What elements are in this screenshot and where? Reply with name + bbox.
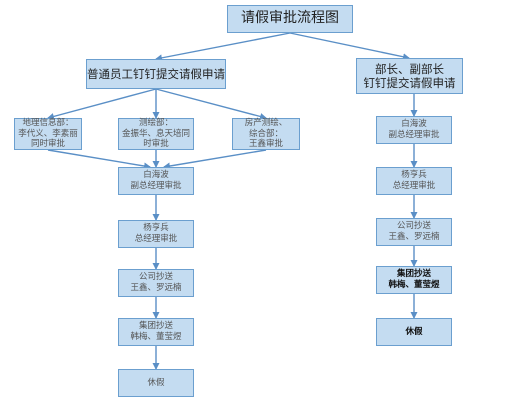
- left-step-1-line-1: 白海波: [143, 170, 169, 181]
- dept-survey-line-3: 时审批: [143, 139, 169, 150]
- left-step-vice-gm: 白海波 副总经理审批: [118, 167, 194, 195]
- dept-node-geoinfo: 地理信息部： 李代义、李素丽 同时审批: [14, 118, 82, 150]
- right-step-1-line-1: 白海波: [401, 119, 427, 130]
- flowchart-title: 请假审批流程图: [227, 5, 353, 33]
- right-step-2-line-1: 杨亨兵: [401, 170, 427, 181]
- staff-submit-label: 普通员工钉钉提交请假申请: [87, 66, 225, 81]
- dept-property-line-3: 王鑫审批: [248, 139, 283, 150]
- manager-submit-line-1: 部长、副部长: [375, 61, 444, 76]
- left-step-4-line-1: 集团抄送: [138, 321, 173, 332]
- right-step-3-line-1: 公司抄送: [396, 221, 431, 232]
- arrow-dept-property-to-vice-gm: [163, 149, 267, 170]
- manager-submit-line-2: 钉钉提交请假申请: [363, 76, 456, 90]
- title-text: 请假审批流程图: [241, 10, 339, 27]
- dept-geoinfo-line-3: 同时审批: [30, 139, 65, 150]
- right-step-gm: 杨亨兵 总经理审批: [376, 167, 452, 195]
- left-step-5-line-1: 休假: [147, 377, 165, 388]
- left-step-2-line-1: 杨亨兵: [143, 223, 169, 234]
- right-step-4-line-2: 韩梅、董莹煜: [388, 280, 440, 290]
- dept-survey-line-1: 测绘部：: [138, 118, 173, 129]
- dept-property-line-1: 房产测绘、: [244, 118, 288, 129]
- dept-node-property: 房产测绘、 综合部： 王鑫审批: [232, 118, 300, 150]
- right-step-vice-gm: 白海波 副总经理审批: [376, 116, 452, 144]
- right-step-1-line-2: 副总经理审批: [388, 130, 440, 140]
- arrow-dept-geoinfo-to-vice-gm: [47, 149, 151, 170]
- dept-survey-line-2: 金振华、息天培同: [121, 128, 190, 139]
- left-step-company-cc: 公司抄送 王鑫、罗远楠: [118, 269, 194, 297]
- right-step-leave: 休假: [376, 318, 452, 346]
- right-step-4-line-1: 集团抄送: [396, 269, 431, 280]
- right-step-5-line-1: 休假: [405, 326, 423, 337]
- manager-submit-node: 部长、副部长 钉钉提交请假申请: [356, 58, 463, 94]
- left-step-gm: 杨亨兵 总经理审批: [118, 220, 194, 248]
- left-step-3-line-1: 公司抄送: [138, 272, 173, 283]
- right-step-group-cc: 集团抄送 韩梅、董莹煜: [376, 266, 452, 294]
- arrow-staff-to-dept-geoinfo: [47, 88, 157, 120]
- dept-geoinfo-line-2: 李代义、李素丽: [18, 128, 78, 139]
- left-step-4-line-2: 韩梅、董莹煜: [130, 332, 182, 342]
- arrow-title-to-staff: [155, 32, 291, 62]
- right-step-3-line-2: 王鑫、罗远楠: [388, 232, 440, 242]
- left-step-1-line-2: 副总经理审批: [130, 181, 182, 191]
- dept-property-line-2: 综合部：: [248, 128, 283, 139]
- left-step-2-line-2: 总经理审批: [134, 234, 178, 244]
- right-step-2-line-2: 总经理审批: [392, 181, 436, 191]
- dept-geoinfo-line-1: 地理信息部：: [22, 118, 74, 129]
- left-step-group-cc: 集团抄送 韩梅、董莹煜: [118, 318, 194, 346]
- right-step-company-cc: 公司抄送 王鑫、罗远楠: [376, 218, 452, 246]
- arrow-title-to-manager: [289, 32, 410, 61]
- dept-node-survey: 测绘部： 金振华、息天培同 时审批: [118, 118, 194, 150]
- left-step-3-line-2: 王鑫、罗远楠: [130, 283, 182, 293]
- staff-submit-node: 普通员工钉钉提交请假申请: [86, 59, 226, 89]
- arrow-staff-to-dept-property: [155, 88, 267, 120]
- left-step-leave: 休假: [118, 369, 194, 397]
